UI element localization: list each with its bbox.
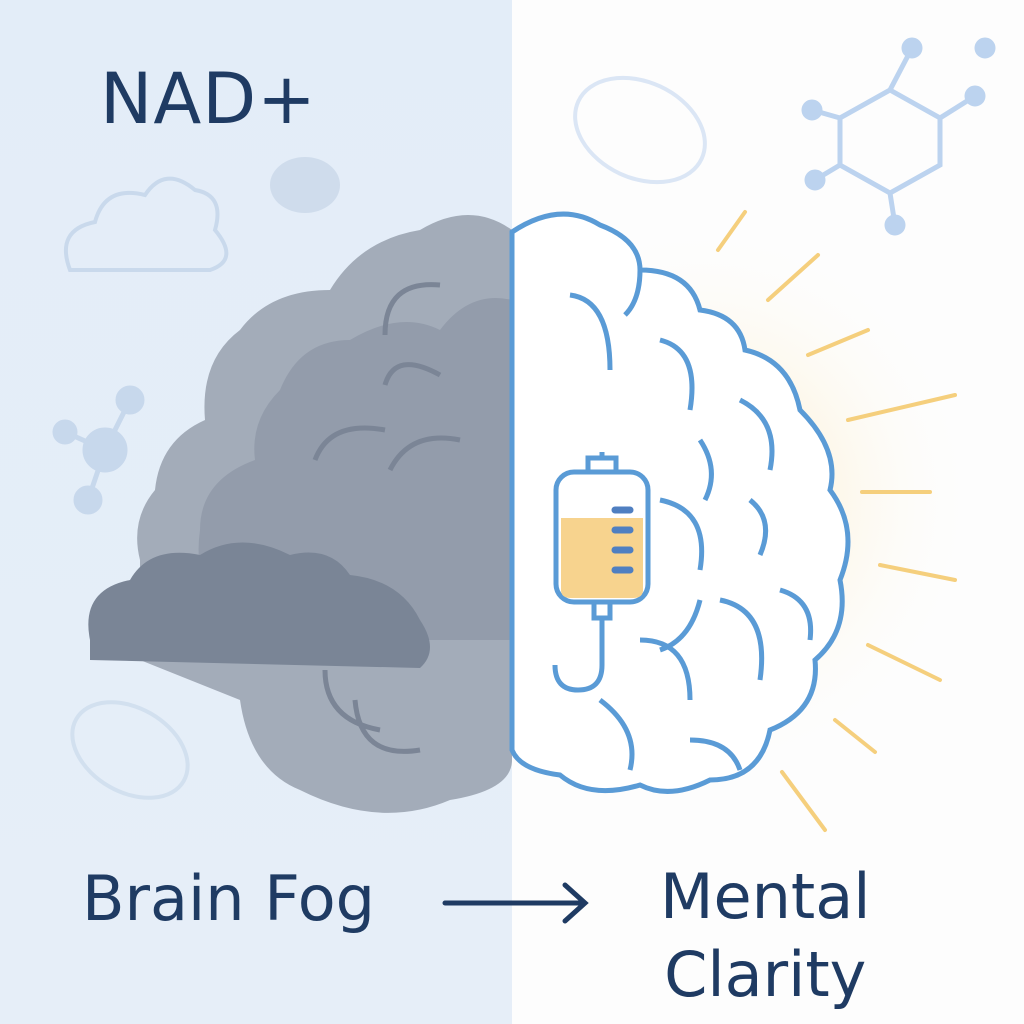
mitochondria-icon xyxy=(70,75,707,800)
fog-cloud-brain-icon xyxy=(88,215,513,813)
arrow-right-icon xyxy=(442,882,589,924)
cell-icon xyxy=(270,157,340,213)
mental-clarity-line2: Clarity xyxy=(664,938,867,1011)
cloud-icon xyxy=(64,176,229,272)
brain-fog-label: Brain Fog xyxy=(82,862,375,935)
title: NAD+ xyxy=(100,58,317,140)
molecule-icon xyxy=(52,385,145,515)
mental-clarity-line1: Mental xyxy=(660,860,871,933)
benzene-molecule-icon xyxy=(801,37,996,236)
mental-clarity-label: Mental Clarity xyxy=(660,858,870,1014)
sun-rays xyxy=(716,210,957,832)
iv-bag-icon xyxy=(552,452,651,693)
clear-brain-icon xyxy=(509,211,851,794)
